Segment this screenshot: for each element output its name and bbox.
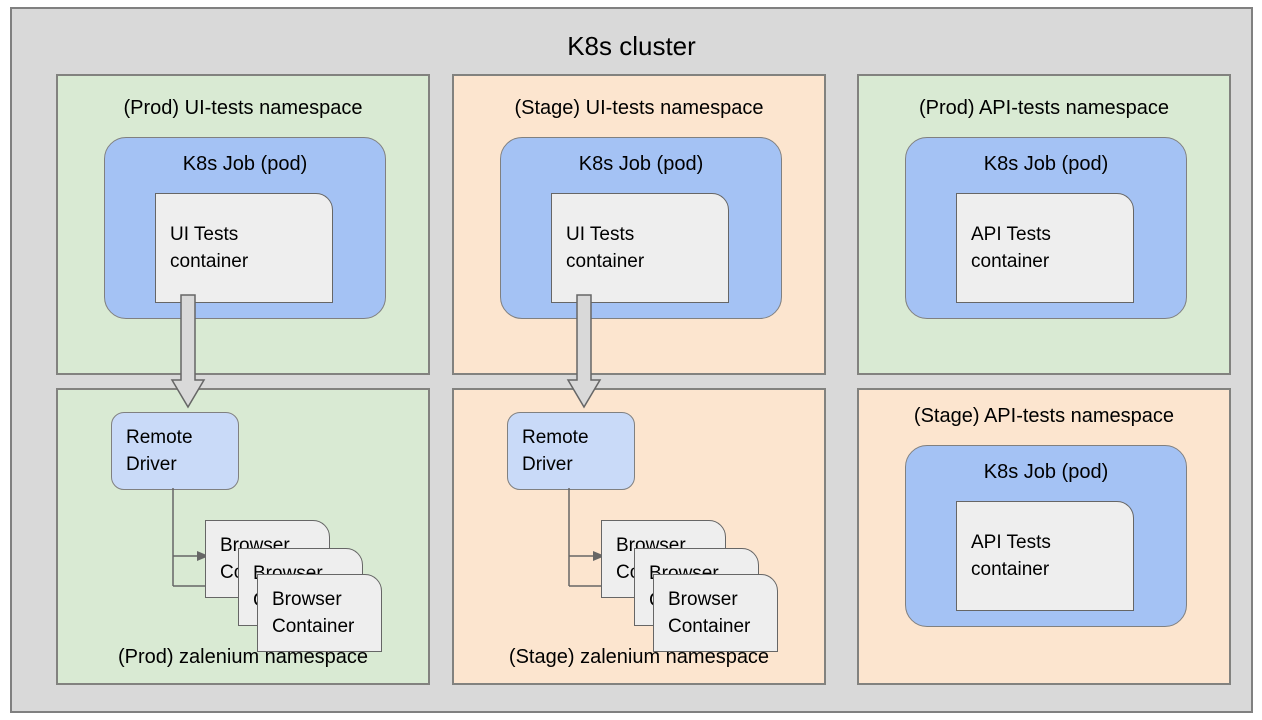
browser-container-3: Browser Container [257, 574, 382, 652]
browser-container-label: Browser Container [668, 589, 751, 637]
container-label: API Tests container [971, 224, 1051, 272]
namespace-stage-api-tests: (Stage) API-tests namespace K8s Job (pod… [857, 388, 1231, 685]
pod-title: K8s Job (pod) [983, 461, 1109, 483]
browser-container-label: Browser Container [272, 589, 355, 637]
namespace-stage-zalenium: Remote Driver Browser Container Browser … [452, 388, 826, 685]
pod-prod-ui-tests: K8s Job (pod) UI Tests container [104, 137, 386, 319]
container-label: API Tests container [971, 532, 1051, 580]
namespace-title: (Prod) UI-tests namespace [123, 97, 363, 119]
container-api-tests: API Tests container [956, 193, 1134, 303]
namespace-prod-ui-tests: (Prod) UI-tests namespace K8s Job (pod) … [56, 74, 430, 375]
pod-stage-ui-tests: K8s Job (pod) UI Tests container [500, 137, 782, 319]
browser-container-3: Browser Container [653, 574, 778, 652]
namespace-stage-ui-tests: (Stage) UI-tests namespace K8s Job (pod)… [452, 74, 826, 375]
container-api-tests: API Tests container [956, 501, 1134, 611]
container-label: UI Tests container [170, 224, 249, 272]
pod-stage-api-tests: K8s Job (pod) API Tests container [905, 445, 1187, 627]
pod-title: K8s Job (pod) [578, 153, 704, 175]
namespace-title: (Prod) API-tests namespace [918, 97, 1170, 119]
remote-driver-prod: Remote Driver [111, 412, 239, 490]
page-title: K8s cluster [567, 31, 696, 61]
namespace-title: (Stage) API-tests namespace [913, 405, 1175, 427]
pod-prod-api-tests: K8s Job (pod) API Tests container [905, 137, 1187, 319]
remote-driver-stage: Remote Driver [507, 412, 635, 490]
namespace-prod-api-tests: (Prod) API-tests namespace K8s Job (pod)… [857, 74, 1231, 375]
container-ui-tests: UI Tests container [155, 193, 333, 303]
remote-driver-label: Remote Driver [522, 427, 589, 475]
container-label: UI Tests container [566, 224, 645, 272]
namespace-title: (Stage) UI-tests namespace [514, 97, 764, 119]
pod-title: K8s Job (pod) [182, 153, 308, 175]
pod-title: K8s Job (pod) [983, 153, 1109, 175]
container-ui-tests: UI Tests container [551, 193, 729, 303]
namespace-prod-zalenium: Remote Driver Browser Container Browser … [56, 388, 430, 685]
remote-driver-label: Remote Driver [126, 427, 193, 475]
